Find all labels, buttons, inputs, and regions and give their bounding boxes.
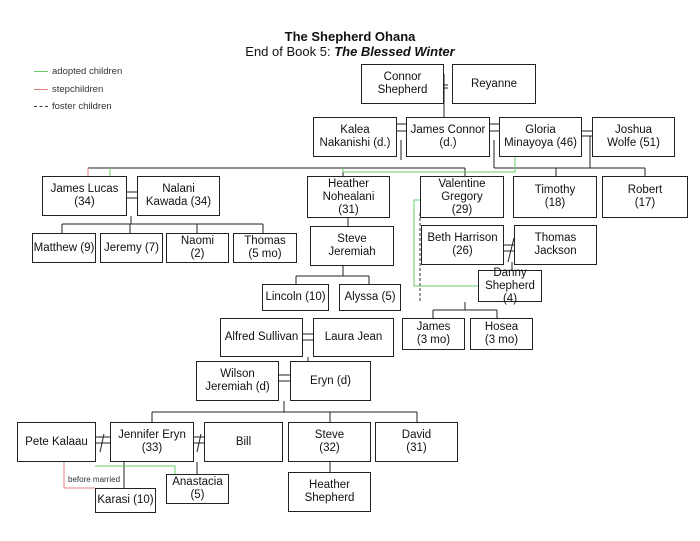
chart-subtitle: End of Book 5: The Blessed Winter [0, 44, 700, 59]
person-james-lucas: James Lucas (34) [42, 176, 127, 216]
legend-adopted: adopted children [34, 66, 122, 77]
person-anastacia: Anastacia (5) [166, 474, 229, 504]
legend-foster-swatch [34, 106, 48, 107]
person-bill: Bill [204, 422, 283, 462]
person-jeremy: Jeremy (7) [100, 233, 163, 263]
legend-step-swatch [34, 89, 48, 90]
legend-foster-label: foster children [52, 101, 112, 112]
person-kalea-nakanishi: Kalea Nakanishi (d.) [313, 117, 397, 157]
person-lincoln: Lincoln (10) [262, 284, 329, 311]
person-danny-shepherd: Danny Shepherd (4) [478, 267, 542, 305]
subtitle-prefix: End of Book 5: [245, 44, 335, 59]
person-heather-shepherd: Heather Shepherd [288, 472, 371, 512]
person-thomas-son: Thomas (5 mo) [233, 233, 297, 263]
person-james-baby: James (3 mo) [402, 318, 465, 350]
chart-title: The Shepherd Ohana [284, 29, 416, 44]
legend-foster: foster children [34, 101, 112, 112]
person-pete-kalaau: Pete Kalaau [17, 422, 96, 462]
person-alfred-sullivan: Alfred Sullivan [220, 318, 303, 357]
person-steve: Steve (32) [288, 422, 371, 462]
legend-adopted-label: adopted children [52, 66, 123, 77]
person-reyanne: Reyanne [452, 64, 536, 104]
person-gloria-minayoya: Gloria Minayoya (46) [499, 117, 582, 157]
person-naomi: Naomi (2) [166, 233, 229, 263]
person-thomas-jackson: Thomas Jackson [514, 225, 597, 265]
person-alyssa: Alyssa (5) [339, 284, 401, 311]
person-laura-jean: Laura Jean [313, 318, 394, 357]
person-steve-jeremiah: Steve Jeremiah [310, 226, 394, 266]
person-heather-nohealani: Heather Nohealani (31) [307, 176, 390, 218]
person-wilson-jeremiah: Wilson Jeremiah (d) [196, 361, 279, 401]
person-timothy: Timothy (18) [513, 176, 597, 218]
subtitle-book-name: The Blessed Winter [334, 44, 455, 59]
person-joshua-wolfe: Joshua Wolfe (51) [592, 117, 675, 157]
person-nalani-kawada: Nalani Kawada (34) [137, 176, 220, 216]
person-hosea: Hosea (3 mo) [470, 318, 533, 350]
person-karasi: Karasi (10) [95, 488, 156, 513]
person-robert: Robert (17) [602, 176, 688, 218]
person-matthew: Matthew (9) [32, 233, 96, 263]
person-beth-harrison: Beth Harrison (26) [421, 225, 504, 265]
legend-adopted-swatch [34, 71, 48, 72]
person-david: David (31) [375, 422, 458, 462]
person-valentine-gregory: Valentine Gregory (29) [420, 176, 504, 218]
person-james-connor: James Connor (d.) [406, 117, 490, 157]
person-connor-shepherd: Connor Shepherd [361, 64, 444, 104]
person-jennifer-eryn: Jennifer Eryn (33) [110, 422, 194, 462]
person-eryn: Eryn (d) [290, 361, 371, 401]
legend-step: stepchildren [34, 84, 103, 95]
before-married-note: before married [68, 475, 121, 484]
legend-step-label: stepchildren [52, 84, 104, 95]
